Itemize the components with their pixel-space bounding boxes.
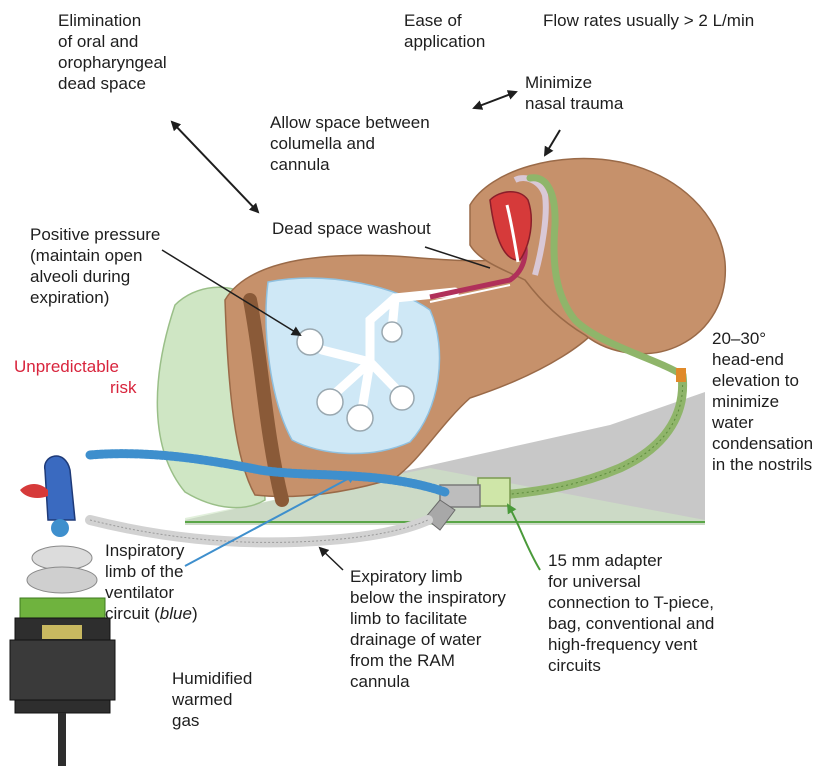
label-line: expiration) (30, 287, 160, 308)
label-line: Dead space washout (272, 218, 431, 239)
label-line: alveoli during (30, 266, 160, 287)
label-line: columella and (270, 133, 430, 154)
label-line: of oral and (58, 31, 167, 52)
label-line: application (404, 31, 485, 52)
label-line: cannula (270, 154, 430, 175)
label-line: connection to T-piece, (548, 592, 714, 613)
label-line: Positive pressure (30, 224, 160, 245)
label-line: Minimize (525, 72, 623, 93)
label-line: limb of the (105, 561, 198, 582)
label-line: dead space (58, 73, 167, 94)
label-line: risk (14, 377, 136, 398)
label-line: drainage of water (350, 629, 506, 650)
label-line: for universal (548, 571, 714, 592)
label-line: head-end (712, 349, 813, 370)
label-line: (maintain open (30, 245, 160, 266)
label-line: condensation (712, 433, 813, 454)
arrow-ease-trauma (474, 92, 516, 108)
label-line: circuits (548, 655, 714, 676)
label-line: Elimination (58, 10, 167, 31)
label-line: from the RAM (350, 650, 506, 671)
label-line: Expiratory limb (350, 566, 506, 587)
label-line: limb to facilitate (350, 608, 506, 629)
label-line: bag, conventional and (548, 613, 714, 634)
label-line: 20–30° (712, 328, 813, 349)
label-line: circuit (blue) (105, 603, 198, 624)
arrow-dead-space-elim (172, 122, 258, 212)
label-line: Humidified (172, 668, 252, 689)
arrow-minimize-trauma (545, 130, 560, 155)
label-line: cannula (350, 671, 506, 692)
label-line: Allow space between (270, 112, 430, 133)
label-line: warmed (172, 689, 252, 710)
label-washout: Dead space washout (272, 218, 431, 239)
label-line: in the nostrils (712, 454, 813, 475)
label-line: minimize (712, 391, 813, 412)
label-line: Unpredictable (14, 356, 136, 377)
label-line: elevation to (712, 370, 813, 391)
label-line: below the inspiratory (350, 587, 506, 608)
label-line: nasal trauma (525, 93, 623, 114)
label-line: 15 mm adapter (548, 550, 714, 571)
humidifier-device (10, 456, 115, 766)
label-line: oropharyngeal (58, 52, 167, 73)
label-flow: Flow rates usually > 2 L/min (543, 10, 754, 31)
label-line: high-frequency vent (548, 634, 714, 655)
label-line: Inspiratory (105, 540, 198, 561)
arrow-expiratory (320, 548, 343, 570)
tube-clip (676, 368, 686, 382)
label-line: gas (172, 710, 252, 731)
label-line: water (712, 412, 813, 433)
label-line: Flow rates usually > 2 L/min (543, 10, 754, 31)
label-line: ventilator (105, 582, 198, 603)
label-line: Ease of (404, 10, 485, 31)
